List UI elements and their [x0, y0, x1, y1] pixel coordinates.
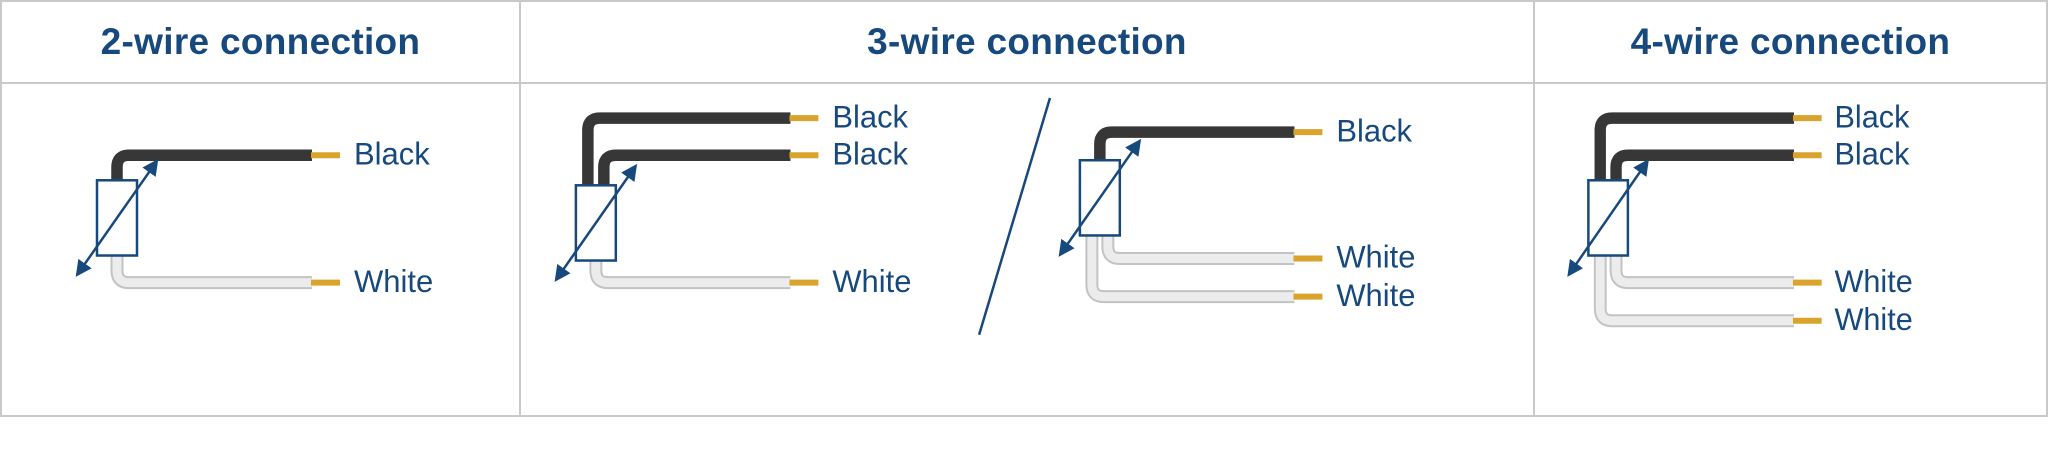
sensor-arrow	[75, 158, 159, 277]
wire-label-black: Black	[1834, 99, 1909, 134]
three-wire-diagrams: Black Black White	[554, 97, 1415, 336]
white-wire	[1085, 232, 1323, 304]
white-wire	[1609, 252, 1822, 290]
black-wire	[598, 149, 819, 189]
two-wire-diagram: Black White	[75, 136, 433, 299]
column-title-2wire: 2-wire connection	[2, 2, 519, 84]
white-wire	[1101, 232, 1323, 266]
diagram-cell-2wire: Black White	[2, 84, 519, 415]
wire-label-black: Black	[832, 99, 908, 134]
wiring-connection-table: 2-wire connection 3-wire connection 4-wi…	[0, 0, 2048, 417]
three-wire-variant-a: Black Black White	[554, 99, 911, 299]
black-wire	[1094, 126, 1323, 164]
variable-resistor-icon	[554, 163, 638, 282]
variable-resistor-icon	[1567, 158, 1649, 277]
black-wire	[1610, 149, 1822, 184]
diagram-cell-3wire: Black Black White	[519, 84, 1533, 415]
column-title-4wire: 4-wire connection	[1533, 2, 2046, 84]
four-wire-diagram: Black Black White White	[1567, 99, 1913, 337]
black-wire	[1594, 112, 1822, 184]
wire-label-white: White	[832, 264, 911, 299]
sensor-arrow	[1567, 158, 1649, 277]
wire-label-black: Black	[832, 136, 908, 171]
wire-label-white: White	[1336, 240, 1415, 275]
column-title-3wire: 3-wire connection	[519, 2, 1533, 84]
variable-resistor-icon	[1058, 138, 1142, 257]
wire-label-black: Black	[1336, 113, 1412, 148]
variable-resistor-icon	[75, 158, 159, 277]
wire-label-white: White	[1834, 264, 1912, 299]
wire-label-white: White	[1336, 278, 1415, 313]
sensor-arrow	[1058, 138, 1142, 257]
diagram-cell-4wire: Black Black White White	[1533, 84, 2046, 415]
wire-label-black: Black	[1834, 136, 1909, 171]
wire-label-white: White	[1834, 302, 1912, 337]
three-wire-variant-b: Black White White	[1058, 113, 1415, 313]
white-wire	[1593, 252, 1822, 328]
wire-label-black: Black	[354, 136, 430, 171]
variant-separator-slash	[977, 97, 1052, 336]
black-wire	[582, 112, 819, 189]
wire-label-white: White	[354, 264, 433, 299]
sensor-arrow	[554, 163, 638, 282]
white-wire	[110, 252, 340, 290]
white-wire	[589, 257, 819, 290]
